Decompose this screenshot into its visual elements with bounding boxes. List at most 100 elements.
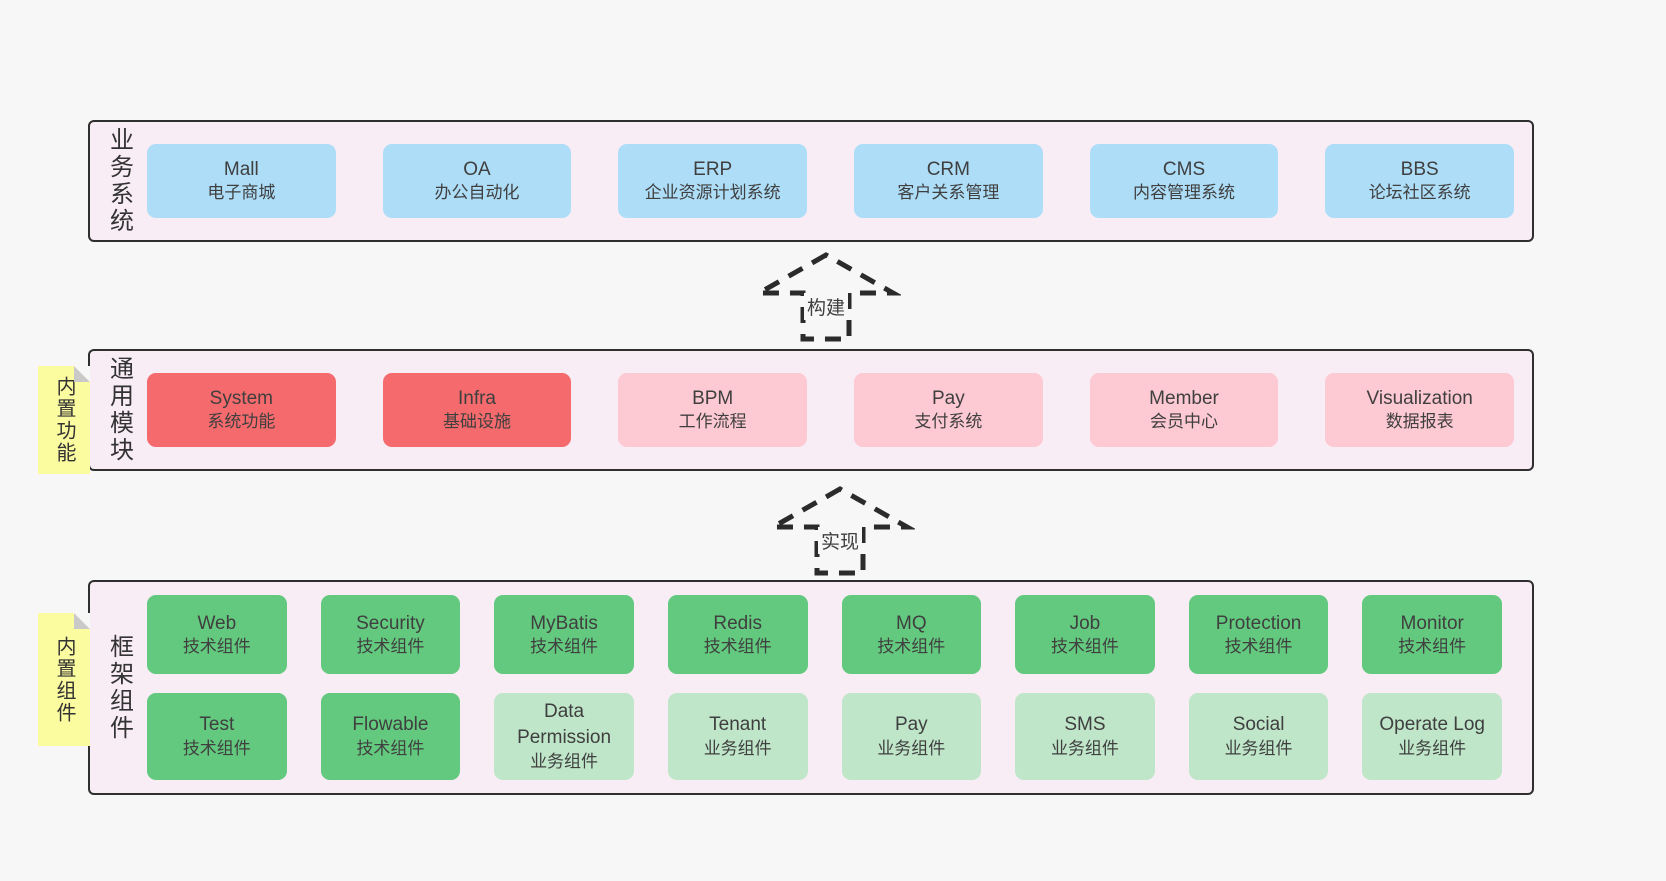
sticky-label: 内置组件 [53,635,75,724]
box-name: CMS [1162,158,1206,180]
implement-arrow-label: 实现 [817,527,863,554]
component-box-web: Web 技术组件 [147,595,287,675]
box-name: Mall [223,158,259,180]
component-box-operate-log: Operate Log 业务组件 [1362,693,1502,780]
business-box-crm: CRM 客户关系管理 [854,144,1043,218]
business-box-oa: OA 办公自动化 [382,144,572,218]
box-name: BPM [692,387,734,409]
box-subtitle: 业务组件 [877,738,946,758]
built-in-features-sticky: 内置功能 [38,366,90,474]
box-subtitle: 企业资源计划系统 [644,183,781,203]
box-name: Data Permission [517,701,612,749]
box-name: ERP [693,158,733,180]
box-name: Monitor [1400,612,1464,634]
dashed-up-arrow-icon [751,252,901,342]
implement-arrow: 实现 [765,485,915,579]
component-box-test: Test 技术组件 [147,693,287,780]
box-name: Pay [931,387,965,409]
box-name: Job [1069,612,1101,634]
box-subtitle: 业务组件 [530,751,599,771]
box-subtitle: 数据报表 [1385,412,1454,432]
module-box-visualization: Visualization 数据报表 [1325,373,1515,447]
box-subtitle: 电子商城 [207,183,276,203]
box-name: Web [197,612,237,634]
box-name: Flowable [352,714,429,736]
box-subtitle: 业务组件 [1050,738,1119,758]
build-arrow-label: 构建 [803,293,849,320]
box-name: Protection [1215,612,1302,634]
box-subtitle: 基础设施 [443,412,511,432]
business-box-bbs: BBS 论坛社区系统 [1325,144,1515,218]
box-subtitle: 技术组件 [877,637,946,657]
sticky-label: 内置功能 [53,376,75,464]
component-box-redis: Redis 技术组件 [667,595,808,675]
module-box-infra: Infra 基础设施 [382,373,572,447]
component-box-data-permission: Data Permission 业务组件 [494,693,634,780]
box-subtitle: 业务组件 [1224,738,1293,758]
box-subtitle: 技术组件 [1398,637,1467,657]
box-name: Redis [713,612,762,634]
box-subtitle: 客户关系管理 [897,183,1000,203]
folded-corner-cut [74,613,90,629]
component-box-protection: Protection 技术组件 [1188,595,1329,675]
box-name: MQ [896,612,927,634]
box-subtitle: 内容管理系统 [1133,183,1236,203]
box-name: Visualization [1366,387,1473,409]
modules-panel-title: 通用模块 [105,356,133,464]
component-box-tenant: Tenant 业务组件 [667,693,808,780]
business-box-mall: Mall 电子商城 [147,144,336,218]
box-subtitle: 技术组件 [703,637,772,657]
box-subtitle: 技术组件 [530,637,599,657]
component-box-social: Social 业务组件 [1188,693,1329,780]
business-boxes-row: Mall 电子商城 OA 办公自动化 ERP 企业资源计划系统 CRM 客户关系… [147,144,1532,218]
business-panel-title: 业务系统 [105,127,133,235]
box-subtitle: 支付系统 [914,412,983,432]
box-name: MyBatis [530,612,598,634]
box-subtitle: 业务组件 [1398,738,1467,758]
box-name: System [209,387,274,409]
box-name: Pay [894,714,928,736]
components-boxes-grid: Web 技术组件 Security 技术组件 MyBatis 技术组件 Redi… [147,595,1532,780]
box-name: BBS [1400,158,1439,180]
box-subtitle: 技术组件 [182,738,251,758]
box-subtitle: 技术组件 [182,637,251,657]
box-name: Social [1232,714,1285,736]
box-subtitle: 技术组件 [356,738,425,758]
module-box-pay: Pay 支付系统 [854,373,1043,447]
box-subtitle: 论坛社区系统 [1368,183,1471,203]
business-box-cms: CMS 内容管理系统 [1089,144,1279,218]
business-systems-panel: 业务系统 Mall 电子商城 OA 办公自动化 ERP 企业资源计划系统 CRM… [88,120,1534,242]
box-subtitle: 办公自动化 [434,183,520,203]
component-box-flowable: Flowable 技术组件 [320,693,461,780]
framework-components-panel: 框架组件 Web 技术组件 Security 技术组件 MyBatis 技术组件… [88,580,1534,795]
business-box-erp: ERP 企业资源计划系统 [618,144,808,218]
box-name: CRM [926,158,970,180]
built-in-components-sticky: 内置组件 [38,613,90,746]
common-modules-panel: 通用模块 System 系统功能 Infra 基础设施 BPM 工作流程 Pay… [88,349,1534,471]
components-panel-title: 框架组件 [105,633,133,742]
dashed-up-arrow-icon [765,486,915,576]
box-name: Member [1149,387,1219,409]
component-box-monitor: Monitor 技术组件 [1362,595,1502,675]
component-box-sms: SMS 业务组件 [1015,693,1155,780]
module-box-system: System 系统功能 [147,373,336,447]
box-name: OA [463,158,491,180]
folded-corner-cut [74,366,90,382]
box-name: Infra [457,387,497,409]
box-name: SMS [1064,714,1106,736]
box-subtitle: 系统功能 [207,412,276,432]
box-name: Tenant [709,714,767,736]
module-box-member: Member 会员中心 [1089,373,1279,447]
component-box-job: Job 技术组件 [1015,595,1155,675]
module-box-bpm: BPM 工作流程 [618,373,808,447]
build-arrow: 构建 [751,251,901,345]
box-name: Test [199,714,235,736]
component-box-mybatis: MyBatis 技术组件 [494,595,634,675]
box-subtitle: 技术组件 [1050,637,1119,657]
component-box-pay: Pay 业务组件 [841,693,982,780]
modules-boxes-row: System 系统功能 Infra 基础设施 BPM 工作流程 Pay 支付系统… [147,373,1532,447]
component-box-security: Security 技术组件 [320,595,461,675]
box-subtitle: 工作流程 [678,412,747,432]
box-name: Operate Log [1379,714,1485,736]
box-subtitle: 会员中心 [1150,412,1219,432]
